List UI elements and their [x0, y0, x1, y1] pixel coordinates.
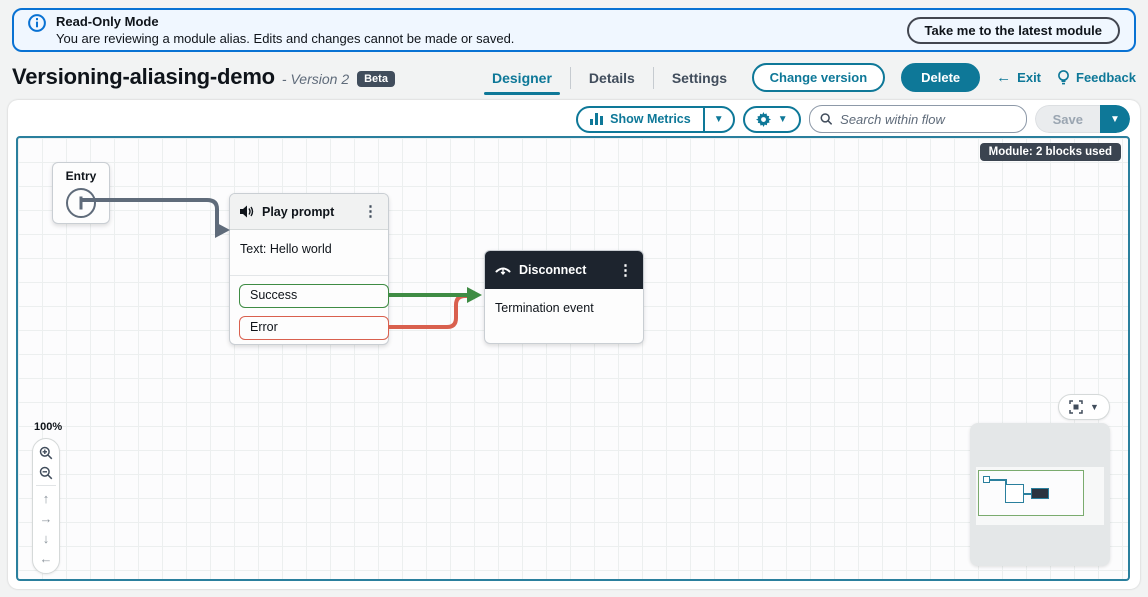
minimap-play-prompt-block	[1005, 484, 1024, 503]
pan-left-button[interactable]: ←	[39, 551, 53, 567]
minimap-disconnect-block	[1031, 488, 1049, 499]
minimap-wire	[1005, 479, 1007, 487]
fit-view-caret: ▼	[1090, 402, 1099, 412]
disconnect-header: Disconnect ⋮	[485, 251, 643, 289]
minimap[interactable]	[970, 423, 1110, 566]
zoom-in-icon	[39, 446, 53, 460]
speaker-icon	[240, 205, 254, 218]
disconnect-body: Termination event	[495, 301, 594, 315]
play-prompt-ports: Success Error	[230, 276, 389, 340]
beta-badge: Beta	[357, 71, 395, 87]
pan-right-button[interactable]: →	[39, 511, 53, 527]
minimap-wire	[990, 479, 1006, 481]
zoom-out-button[interactable]	[35, 463, 57, 483]
entry-port-icon[interactable]	[66, 188, 96, 218]
lightbulb-icon	[1058, 70, 1069, 85]
play-prompt-body: Text: Hello world	[230, 230, 388, 276]
delete-button[interactable]: Delete	[901, 63, 981, 92]
feedback-button[interactable]: Feedback	[1057, 70, 1136, 85]
split-divider	[702, 107, 705, 131]
readonly-banner: Read-Only Mode You are reviewing a modul…	[12, 8, 1136, 52]
play-prompt-title: Play prompt	[262, 204, 335, 219]
module-blocks-badge: Module: 2 blocks used	[979, 143, 1121, 161]
search-icon	[820, 113, 832, 125]
entry-title: Entry	[65, 169, 97, 183]
phone-hangup-icon	[495, 267, 511, 275]
block-play-prompt[interactable]: Play prompt ⋮ Text: Hello world Success …	[229, 193, 389, 345]
save-caret[interactable]: ▼	[1100, 105, 1130, 133]
banner-text: Read-Only Mode You are reviewing a modul…	[56, 14, 514, 46]
save-button[interactable]: Save	[1034, 105, 1100, 133]
flow-search	[808, 105, 1027, 133]
fit-view-button[interactable]: ▼	[1058, 394, 1110, 420]
save-split-button: Save ▼	[1034, 105, 1130, 133]
zoom-out-icon	[39, 467, 53, 480]
minimap-viewport[interactable]	[978, 470, 1084, 516]
show-metrics-label: Show Metrics	[610, 112, 691, 126]
tab-separator	[652, 67, 654, 89]
error-connector	[389, 294, 470, 329]
fit-view-icon	[1069, 400, 1083, 414]
show-metrics-caret[interactable]: ▼	[713, 113, 724, 125]
arrow-left-icon: ←	[996, 69, 1012, 86]
search-input[interactable]	[840, 111, 1016, 127]
port-success[interactable]: Success	[239, 284, 389, 308]
pan-up-button[interactable]: ↑	[42, 490, 50, 506]
banner-message: You are reviewing a module alias. Edits …	[56, 31, 515, 46]
tab-settings[interactable]: Settings	[671, 70, 728, 86]
disconnect-title: Disconnect	[519, 263, 587, 277]
pan-down-button[interactable]: ↓	[42, 531, 50, 547]
bar-chart-icon	[590, 113, 604, 125]
designer-panel: Show Metrics ▼ ▼ Save	[8, 100, 1140, 589]
block-entry[interactable]: Entry	[52, 162, 110, 224]
header-actions: Change version Delete ← Exit Feedback	[751, 63, 1136, 92]
settings-caret: ▼	[777, 113, 788, 125]
gear-icon	[755, 111, 771, 127]
change-version-button[interactable]: Change version	[751, 63, 886, 92]
show-metrics-split-button: Show Metrics ▼	[576, 105, 735, 133]
tab-details[interactable]: Details	[588, 70, 635, 86]
connector-layer	[81, 198, 482, 329]
play-prompt-menu-icon[interactable]: ⋮	[363, 203, 378, 220]
feedback-label: Feedback	[1076, 70, 1136, 85]
tab-designer[interactable]: Designer	[474, 62, 570, 95]
banner-title: Read-Only Mode	[56, 14, 159, 29]
show-metrics-button[interactable]: Show Metrics	[578, 108, 703, 131]
minimap-wire	[1024, 493, 1032, 495]
exit-label: Exit	[1017, 70, 1042, 85]
page-title: Versioning-aliasing-demo	[12, 64, 275, 89]
minimap-entry-block	[983, 476, 990, 483]
entry-arrowhead	[215, 222, 230, 238]
zoom-controls: ↑ → ↓ ←	[32, 438, 60, 574]
info-icon	[28, 14, 46, 32]
tab-separator	[569, 67, 571, 89]
port-error[interactable]: Error	[239, 316, 389, 340]
version-label: - Version 2	[281, 71, 350, 87]
latest-module-button[interactable]: Take me to the latest module	[906, 16, 1120, 44]
designer-toolbar: Show Metrics ▼ ▼ Save	[576, 105, 1130, 133]
success-arrowhead	[467, 287, 482, 303]
tab-bar: Designer Details Settings	[474, 60, 745, 96]
zoom-level-label: 100%	[34, 421, 63, 433]
disconnect-menu-icon[interactable]: ⋮	[618, 261, 633, 279]
title-group: Versioning-aliasing-demo - Version 2 Bet…	[12, 64, 395, 90]
flow-canvas[interactable]: Module: 2 blocks used Entry	[16, 136, 1130, 581]
settings-dropdown-button[interactable]: ▼	[742, 105, 801, 133]
play-prompt-header: Play prompt ⋮	[230, 194, 388, 230]
zoom-in-button[interactable]	[35, 443, 57, 463]
block-disconnect[interactable]: Disconnect ⋮ Termination event	[484, 250, 644, 344]
exit-button[interactable]: ← Exit	[996, 69, 1041, 86]
zoom-divider	[36, 485, 56, 487]
page-header: Versioning-aliasing-demo - Version 2 Bet…	[12, 60, 1136, 96]
